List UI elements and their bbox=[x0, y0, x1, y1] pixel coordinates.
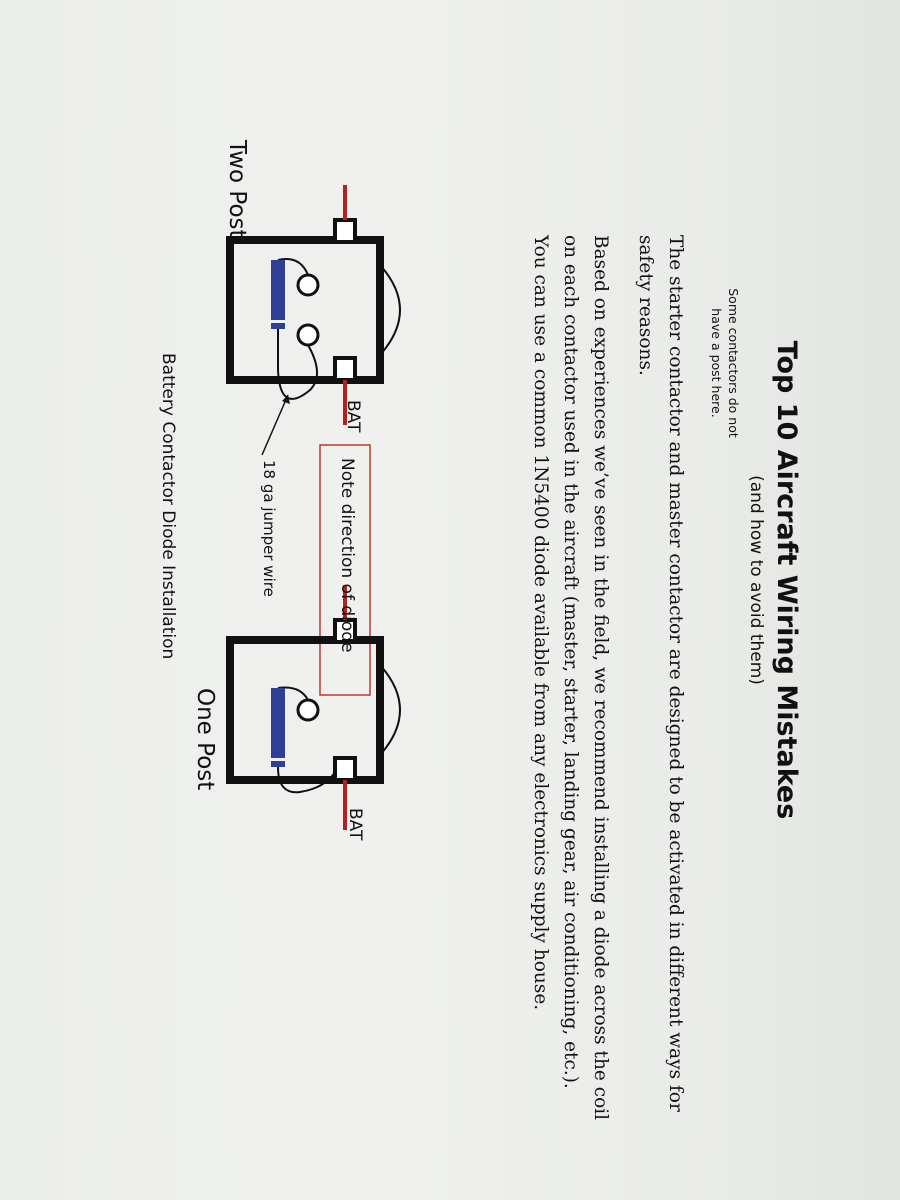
one-post-contactor bbox=[226, 585, 401, 830]
two-post-left-tab bbox=[333, 218, 357, 244]
one-post-coil-post bbox=[296, 698, 320, 722]
one-post-diode-band bbox=[271, 761, 285, 767]
jumper-label: 18 ga jumper wire bbox=[260, 460, 278, 597]
two-post-contactor-body bbox=[226, 236, 384, 384]
two-post-contactor bbox=[226, 185, 401, 425]
two-post-top-arc bbox=[379, 264, 401, 356]
two-post-name: Two Post bbox=[224, 140, 250, 239]
one-post-top-arc bbox=[379, 664, 401, 756]
two-post-jumper-wire bbox=[277, 344, 318, 400]
one-post-right-tab bbox=[333, 756, 357, 782]
two-post-coil-post-left bbox=[296, 273, 320, 297]
two-post-bat-label: BAT bbox=[343, 400, 363, 433]
note-box-text: Note direction of diode bbox=[337, 458, 357, 653]
one-post-contactor-body bbox=[226, 636, 384, 784]
two-post-right-tab bbox=[333, 356, 357, 382]
two-post-diode-band bbox=[271, 323, 285, 329]
one-post-diode-wire-right bbox=[277, 766, 336, 794]
note-box-border bbox=[319, 444, 371, 696]
contactor-diagrams bbox=[226, 185, 401, 830]
one-post-diode-body bbox=[271, 688, 285, 758]
one-post-name: One Post bbox=[192, 688, 218, 791]
jumper-arrow-line bbox=[261, 394, 289, 456]
document-page: Top 10 Aircraft Wiring Mistakes (and how… bbox=[10, 20, 890, 1140]
two-post-diode-wire-left bbox=[277, 258, 309, 276]
one-post-bat-label: BAT bbox=[345, 808, 365, 841]
two-post-coil-post-right bbox=[296, 323, 320, 347]
jumper-arrow-head bbox=[282, 395, 290, 404]
two-post-diode-body bbox=[271, 260, 285, 320]
one-post-diode-wire-left bbox=[277, 686, 309, 701]
figure-caption: Battery Contactor Diode Installation bbox=[158, 353, 178, 660]
